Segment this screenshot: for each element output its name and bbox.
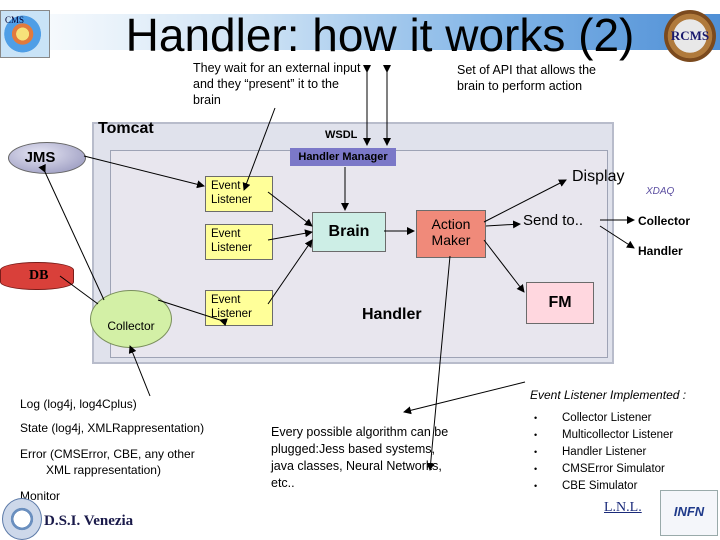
action-brain-feedback [426, 255, 451, 471]
action-maker-node: Action Maker [416, 210, 486, 258]
external-input-note: They wait for an external input and they… [193, 61, 361, 107]
fm-node: FM [526, 282, 594, 324]
dsi-seal [2, 498, 42, 540]
implemented-item: •CMSError Simulator [534, 463, 665, 475]
implemented-item: •Handler Listener [534, 446, 647, 458]
fm-label: FM [548, 294, 572, 311]
error-item: Error (CMSError, CBE, any other [20, 447, 195, 461]
lnl-label: L.N.L. [604, 500, 642, 515]
listener2-brain-line [267, 229, 313, 241]
wsdl-label: WSDL [325, 129, 358, 141]
cms-logo-text: CMS [5, 15, 25, 25]
implemented-heading: Event Listener Implemented : [530, 388, 687, 402]
action-maker-label: Action Maker [431, 216, 471, 248]
rcms-logo-text: RCMS [670, 28, 710, 43]
implemented-item: •CBE Simulator [534, 480, 638, 492]
listener-collector-line [157, 299, 228, 326]
dsi-label: D.S.I. Venezia [44, 513, 134, 529]
listener1-brain-line [267, 191, 313, 227]
db-label: DB [29, 268, 49, 283]
jms-collector-line [38, 163, 105, 301]
api-note: Set of API that allows the brain to perf… [457, 63, 596, 93]
send-to-label: Send to.. [523, 212, 584, 229]
input-listener-line [242, 107, 276, 191]
infn-logo-text: INFN [673, 504, 705, 519]
cms-logo: CMS [0, 10, 50, 58]
brain-label: Brain [328, 223, 370, 240]
display-label: Display [572, 168, 625, 185]
db-collector-line [59, 275, 99, 305]
action-fm-line [483, 239, 525, 293]
error-item-cont: XML rappresentation) [46, 463, 161, 477]
algorithm-text: Every possible algorithm can be plugged:… [271, 425, 449, 490]
db-cylinder: DB [0, 262, 74, 290]
page-title: Handler: how it works (2) [125, 9, 635, 61]
listener3-brain-line [267, 239, 313, 305]
jms-listener-line [83, 155, 205, 189]
brain-node: Brain [312, 212, 386, 252]
infn-logo: INFN [660, 490, 718, 536]
tomcat-label: Tomcat [98, 120, 154, 137]
state-item: State (log4j, XMLRappresentation) [20, 421, 205, 435]
log-item: Log (log4j, log4Cplus) [20, 397, 137, 411]
jms-bubble: JMS [8, 142, 86, 174]
event-listener-2: Event Listener [205, 224, 273, 260]
collector-label: Collector [107, 319, 155, 333]
handler-container [110, 150, 608, 358]
log-collector-line [128, 345, 151, 397]
implemented-item: •Multicollector Listener [534, 429, 674, 441]
handler-implemented-line [403, 381, 526, 415]
handler-right-label: Handler [638, 244, 683, 258]
implemented-item: •Collector Listener [534, 412, 652, 424]
send-handler-line [599, 225, 635, 249]
implemented-list: •Collector Listener •Multicollector List… [534, 410, 673, 495]
xdaq-label: XDAQ [646, 186, 675, 197]
handler-center-label: Handler [362, 306, 422, 323]
handler-manager-bar: Handler Manager [290, 148, 396, 166]
action-send-line [485, 220, 521, 229]
jms-label: JMS [24, 149, 56, 166]
event-listener-1: Event Listener [205, 176, 273, 212]
collector-right-label: Collector [638, 214, 691, 228]
action-display-line [483, 179, 567, 223]
event-listener-3: Event Listener [205, 290, 273, 326]
title-band [0, 14, 720, 50]
rcms-logo: RCMS [664, 10, 716, 62]
